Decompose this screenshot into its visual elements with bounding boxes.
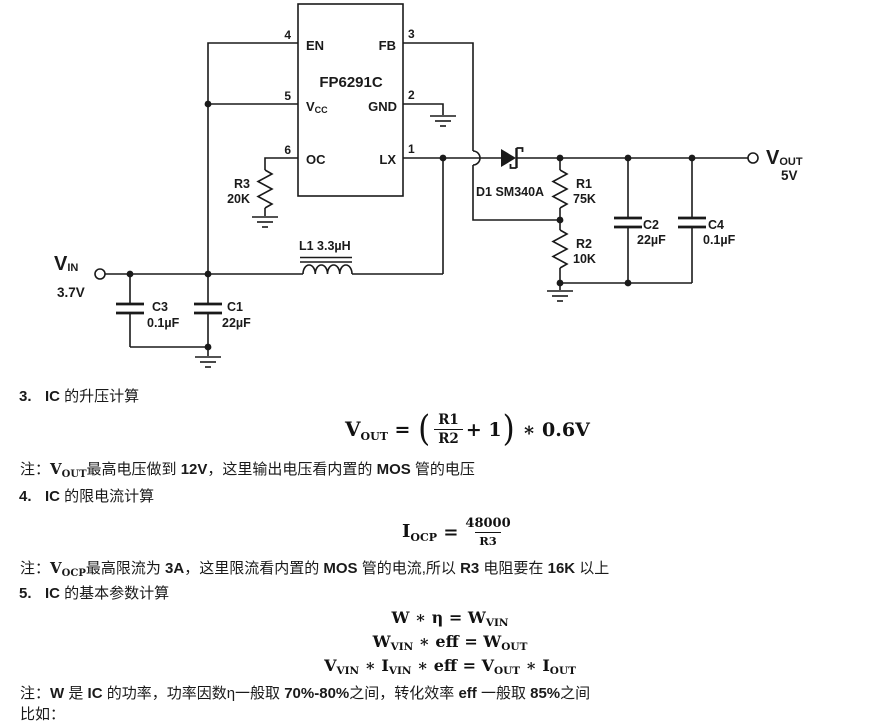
c4-value-label: 0.1µF bbox=[703, 233, 736, 247]
svg-text:VIN: VIN bbox=[54, 253, 78, 275]
c3-ref-label: C3 bbox=[152, 300, 168, 314]
section-3-heading: 3. IC 的升压计算 bbox=[19, 387, 139, 406]
vout-label: VOUT 5V bbox=[766, 147, 803, 183]
junction-dots bbox=[126, 100, 696, 351]
section-3-number: 3. bbox=[19, 388, 32, 405]
section-4-title: IC 的限电流计算 bbox=[45, 488, 155, 505]
ic-fp6291c: FP6291C EN FB VCC GND OC LX 4 5 6 3 2 1 bbox=[284, 3, 415, 197]
c4-ref-label: C4 bbox=[708, 218, 724, 232]
pin-number-4: 4 bbox=[284, 28, 291, 42]
vin-value: 3.7V bbox=[57, 285, 85, 300]
c2-value-label: 22µF bbox=[637, 233, 666, 247]
resistor-r1: R1 75K bbox=[551, 169, 596, 209]
section-4-heading: 4. IC 的限电流计算 bbox=[19, 487, 154, 506]
section-4-number: 4. bbox=[19, 488, 32, 505]
ic-name-label: FP6291C bbox=[319, 74, 383, 91]
capacitor-c4: C4 0.1µF bbox=[678, 216, 736, 247]
pin-number-6: 6 bbox=[284, 143, 291, 157]
pin-number-5: 5 bbox=[284, 89, 291, 103]
resistor-r3: R3 20K bbox=[227, 169, 274, 209]
d1-label: D1 SM340A bbox=[476, 185, 544, 199]
closing-line: 比如： bbox=[20, 706, 66, 723]
capacitor-c2: C2 22µF bbox=[614, 216, 666, 247]
formula-power-params: W ∗ η = WVIN WVIN ∗ eff = WOUT VVIN ∗ IV… bbox=[290, 608, 610, 680]
capacitor-c3: C3 0.1µF bbox=[116, 300, 180, 330]
ground-symbol-gnd-pin bbox=[430, 115, 456, 127]
svg-text:VOUT: VOUT bbox=[766, 147, 803, 169]
pin-number-1: 1 bbox=[408, 142, 415, 156]
l1-label: L1 3.3µH bbox=[299, 239, 351, 253]
section-5-heading: 5. IC 的基本参数计算 bbox=[19, 584, 169, 603]
r1-ref-label: R1 bbox=[576, 177, 592, 191]
section-5-title: IC 的基本参数计算 bbox=[45, 585, 170, 602]
ic-pin-vcc-label: VCC bbox=[306, 99, 328, 115]
c1-value-label: 22µF bbox=[222, 316, 251, 330]
ground-symbol-r3 bbox=[252, 216, 278, 228]
note-5: 注：W 是 IC 的功率，功率因数η一般取 70%-80%之间，转化效率 eff… bbox=[20, 685, 591, 702]
vout-value: 5V bbox=[781, 168, 798, 183]
c3-value-label: 0.1µF bbox=[147, 316, 180, 330]
ic-pin-en-label: EN bbox=[306, 38, 324, 53]
capacitor-c1: C1 22µF bbox=[194, 300, 251, 330]
ic-pin-oc-label: OC bbox=[306, 152, 326, 167]
ic-pin-lx-label: LX bbox=[379, 152, 396, 167]
vin-terminal bbox=[94, 268, 106, 280]
ic-pin-fb-label: FB bbox=[379, 38, 396, 53]
section-3-title: IC 的升压计算 bbox=[45, 388, 140, 405]
r2-value-label: 10K bbox=[573, 252, 596, 266]
resistor-r2: R2 10K bbox=[551, 229, 596, 269]
diode-d1: D1 SM340A bbox=[476, 147, 544, 199]
section-5-number: 5. bbox=[19, 585, 32, 602]
c1-ref-label: C1 bbox=[227, 300, 243, 314]
ground-symbol-input bbox=[195, 347, 221, 368]
ic-pin-gnd-label: GND bbox=[368, 99, 397, 114]
ground-symbol-r2 bbox=[547, 283, 573, 302]
vin-label: VIN 3.7V bbox=[54, 253, 85, 300]
formula-w-eta: W ∗ η = WVIN bbox=[391, 608, 509, 629]
vout-terminal bbox=[747, 152, 759, 164]
r2-ref-label: R2 bbox=[576, 237, 592, 251]
c2-ref-label: C2 bbox=[643, 218, 659, 232]
close-paren: ) bbox=[502, 408, 515, 450]
note-3: 注：VOUT最高电压做到 12V，这里输出电压看内置的 MOS 管的电压 bbox=[20, 460, 475, 480]
r3-value-label: 20K bbox=[227, 192, 250, 206]
note-4: 注：VOCP最高限流为 3A，这里限流看内置的 MOS 管的电流,所以 R3 电… bbox=[20, 559, 610, 579]
inductor-l1: L1 3.3µH bbox=[299, 239, 353, 275]
formula-wvin-eff: WVIN ∗ eff = WOUT bbox=[372, 632, 528, 653]
r3-ref-label: R3 bbox=[234, 177, 250, 191]
r1-value-label: 75K bbox=[573, 192, 596, 206]
pin-number-3: 3 bbox=[408, 27, 415, 41]
boost-converter-schematic: FP6291C EN FB VCC GND OC LX 4 5 6 3 2 1 bbox=[54, 3, 803, 368]
formula-vvin-ivin: VVIN ∗ IVIN ∗ eff = VOUT ∗ IOUT bbox=[324, 656, 576, 677]
pin-number-2: 2 bbox=[408, 88, 415, 102]
open-paren: ( bbox=[418, 408, 431, 450]
